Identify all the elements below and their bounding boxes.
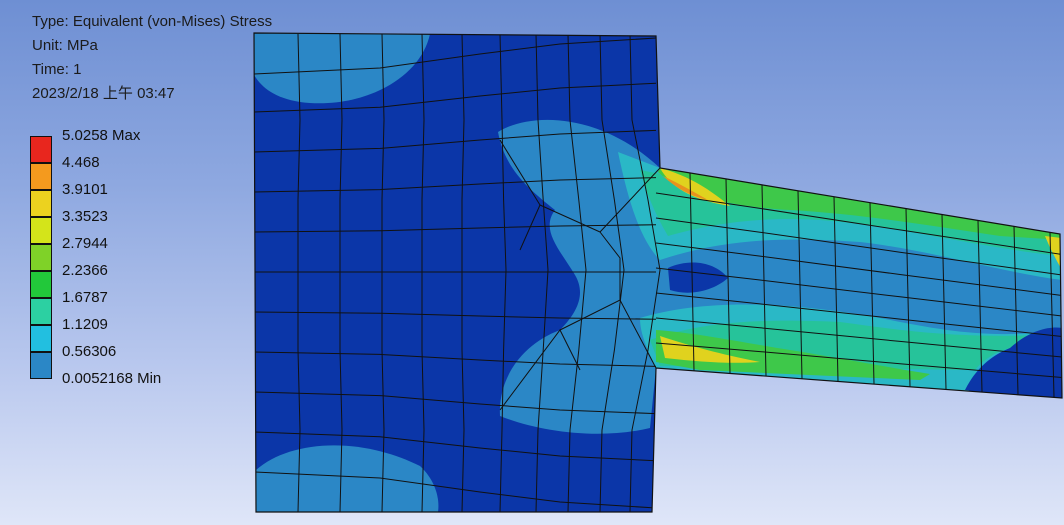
result-header: Type: Equivalent (von-Mises) Stress Unit…: [32, 10, 272, 106]
result-type-label: Type: Equivalent (von-Mises) Stress: [32, 13, 273, 30]
contour-upper-orange: [663, 176, 708, 200]
legend-entry: 1.1209: [30, 316, 250, 352]
mesh-line: [655, 217, 1062, 276]
result-unit-label: Unit: MPa: [32, 37, 98, 54]
legend-color-swatch: [30, 244, 52, 271]
mesh-line: [655, 317, 1062, 358]
legend-value-label: 4.468: [62, 154, 100, 171]
mesh-line: [381, 33, 385, 512]
mesh-line: [655, 292, 1062, 337]
fea-mesh-lines: [254, 33, 1062, 512]
legend-entry: 3.3523: [30, 208, 250, 244]
legend-value-label: 3.3523: [62, 208, 108, 225]
legend-value-label: 1.6787: [62, 289, 108, 306]
legend-entry: 0.0052168 Min: [30, 370, 250, 406]
legend-value-label: 0.0052168 Min: [62, 370, 162, 387]
mesh-line: [655, 342, 1062, 378]
mesh-line: [655, 192, 1062, 255]
mesh-line: [254, 224, 657, 233]
legend-entry: 1.6787: [30, 289, 250, 325]
model-outline: [253, 32, 1063, 513]
mesh-line: [254, 82, 657, 113]
legend-color-swatch: [30, 163, 52, 190]
mesh-line: [254, 37, 657, 75]
legend-value-label: 0.56306: [62, 343, 117, 360]
legend-entry: 4.468: [30, 154, 250, 190]
mesh-line: [339, 33, 343, 512]
result-time-label: Time: 1: [32, 61, 82, 78]
mesh-line: [254, 471, 657, 509]
legend-color-swatch: [30, 325, 52, 352]
legend-value-label: 3.9101: [62, 181, 108, 198]
mesh-line: [499, 33, 507, 512]
legend-entry: 5.0258 Max: [30, 127, 250, 163]
contour-lower-yellow: [660, 336, 760, 363]
mesh-line: [535, 33, 549, 512]
mesh-line: [254, 431, 657, 462]
mesh-line: [254, 311, 657, 320]
mesh-line: [629, 33, 661, 512]
mesh-line: [567, 33, 587, 512]
legend-value-label: 2.7944: [62, 235, 108, 252]
mesh-line: [499, 139, 541, 251]
legend-entry: 2.7944: [30, 235, 250, 271]
legend-entry: 3.9101: [30, 181, 250, 217]
legend-color-swatch: [30, 217, 52, 244]
contour-upper-green: [658, 168, 1062, 240]
legend-color-swatch: [30, 352, 52, 379]
legend-color-swatch: [30, 136, 52, 163]
legend-color-swatch: [30, 190, 52, 217]
mesh-line: [254, 391, 657, 415]
contour-min-island: [668, 262, 728, 293]
contour-upper-yellow: [660, 168, 730, 206]
legend-entry: 2.2366: [30, 262, 250, 298]
mesh-line: [254, 177, 657, 193]
mesh-line: [499, 329, 581, 411]
result-date-label: 2023/2/18 上午 03:47: [32, 85, 175, 102]
legend-value-label: 1.1209: [62, 316, 108, 333]
contour-lower-green: [656, 330, 930, 380]
mesh-line: [599, 231, 621, 300]
mesh-line: [254, 129, 657, 153]
mesh-line: [297, 33, 301, 512]
legend-entry: 0.56306: [30, 343, 250, 379]
legend-color-swatch: [30, 298, 52, 325]
mesh-line: [655, 267, 1062, 317]
mesh-line: [254, 351, 657, 367]
contour-min-tip: [965, 327, 1062, 398]
mesh-line: [421, 33, 425, 512]
mesh-line: [599, 33, 625, 512]
legend-color-swatch: [30, 271, 52, 298]
legend-value-label: 2.2366: [62, 262, 108, 279]
legend-value-label: 5.0258 Max: [62, 127, 141, 144]
stress-contour: [254, 33, 1062, 512]
mesh-line: [655, 242, 1062, 296]
mesh-line: [461, 33, 465, 512]
contour-low-bottom-left: [256, 445, 439, 512]
